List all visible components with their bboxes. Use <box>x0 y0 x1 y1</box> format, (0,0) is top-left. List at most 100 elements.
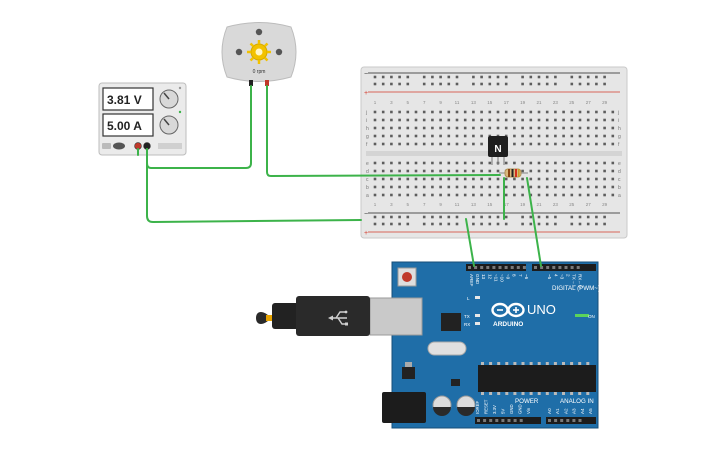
breadboard-hole[interactable] <box>414 110 418 114</box>
breadboard-hole[interactable] <box>488 193 492 197</box>
breadboard-hole[interactable] <box>504 75 508 79</box>
breadboard-hole[interactable] <box>398 222 401 226</box>
breadboard-hole[interactable] <box>562 185 565 189</box>
breadboard-hole[interactable] <box>439 215 442 219</box>
wires[interactable] <box>137 85 542 267</box>
breadboard-hole[interactable] <box>603 110 606 114</box>
header-pin[interactable] <box>566 419 570 422</box>
breadboard-hole[interactable] <box>586 118 590 122</box>
breadboard-hole[interactable] <box>545 222 549 226</box>
breadboard-hole[interactable] <box>603 161 606 165</box>
breadboard-hole[interactable] <box>570 177 574 181</box>
breadboard-hole[interactable] <box>595 118 598 122</box>
breadboard-hole[interactable] <box>447 185 451 189</box>
breadboard-hole[interactable] <box>480 134 483 138</box>
header-pin[interactable] <box>468 266 471 269</box>
breadboard-hole[interactable] <box>545 126 549 130</box>
breadboard-hole[interactable] <box>480 177 483 181</box>
breadboard-hole[interactable] <box>529 75 533 79</box>
breadboard-hole[interactable] <box>554 177 557 181</box>
breadboard-hole[interactable] <box>439 193 442 197</box>
breadboard-hole[interactable] <box>586 110 590 114</box>
breadboard-hole[interactable] <box>480 118 483 122</box>
breadboard-hole[interactable] <box>513 126 516 130</box>
breadboard-hole[interactable] <box>373 177 377 181</box>
breadboard-hole[interactable] <box>398 185 401 189</box>
breadboard-hole[interactable] <box>431 134 434 138</box>
breadboard-hole[interactable] <box>398 126 401 130</box>
breadboard-hole[interactable] <box>595 75 598 79</box>
breadboard-hole[interactable] <box>414 134 418 138</box>
breadboard-hole[interactable] <box>611 118 615 122</box>
breadboard-hole[interactable] <box>537 82 541 86</box>
breadboard-hole[interactable] <box>390 169 393 173</box>
breadboard-hole[interactable] <box>611 126 615 130</box>
breadboard-hole[interactable] <box>455 215 459 219</box>
breadboard-hole[interactable] <box>422 75 426 79</box>
breadboard-hole[interactable] <box>603 177 606 181</box>
header-pin[interactable] <box>578 419 582 422</box>
breadboard-hole[interactable] <box>578 75 582 79</box>
breadboard-hole[interactable] <box>398 82 401 86</box>
breadboard-hole[interactable] <box>521 177 524 181</box>
breadboard-hole[interactable] <box>406 142 410 146</box>
breadboard-hole[interactable] <box>431 126 434 130</box>
breadboard-hole[interactable] <box>406 193 410 197</box>
breadboard-hole[interactable] <box>570 118 574 122</box>
breadboard-hole[interactable] <box>439 134 442 138</box>
breadboard-hole[interactable] <box>496 177 500 181</box>
breadboard-hole[interactable] <box>570 222 574 226</box>
breadboard-hole[interactable] <box>504 82 508 86</box>
breadboard-hole[interactable] <box>447 142 451 146</box>
breadboard-hole[interactable] <box>447 134 451 138</box>
breadboard-hole[interactable] <box>545 177 549 181</box>
breadboard-hole[interactable] <box>431 82 434 86</box>
breadboard-hole[interactable] <box>545 134 549 138</box>
header-pin[interactable] <box>492 266 496 269</box>
breadboard-hole[interactable] <box>381 222 385 226</box>
dc-motor[interactable]: 0 rpm <box>221 22 297 87</box>
breadboard-hole[interactable] <box>578 185 582 189</box>
breadboard-hole[interactable] <box>504 222 508 226</box>
breadboard-hole[interactable] <box>480 126 483 130</box>
breadboard-hole[interactable] <box>611 169 615 173</box>
breadboard-hole[interactable] <box>447 222 451 226</box>
breadboard-hole[interactable] <box>414 142 418 146</box>
header-pin[interactable] <box>564 266 568 269</box>
breadboard-hole[interactable] <box>472 161 475 165</box>
breadboard-hole[interactable] <box>463 185 467 189</box>
breadboard-hole[interactable] <box>439 161 442 165</box>
breadboard-hole[interactable] <box>447 118 451 122</box>
breadboard-hole[interactable] <box>529 193 533 197</box>
breadboard-hole[interactable] <box>488 161 492 165</box>
header-pin[interactable] <box>498 266 502 269</box>
breadboard-hole[interactable] <box>431 110 434 114</box>
breadboard-hole[interactable] <box>447 193 451 197</box>
breadboard-hole[interactable] <box>578 177 582 181</box>
breadboard-hole[interactable] <box>586 82 590 86</box>
breadboard-hole[interactable] <box>390 193 393 197</box>
breadboard-hole[interactable] <box>381 126 385 130</box>
breadboard-hole[interactable] <box>595 177 598 181</box>
breadboard-hole[interactable] <box>381 215 385 219</box>
breadboard-hole[interactable] <box>463 134 467 138</box>
breadboard-hole[interactable] <box>595 185 598 189</box>
breadboard-hole[interactable] <box>455 185 459 189</box>
breadboard-hole[interactable] <box>529 169 533 173</box>
breadboard-hole[interactable] <box>537 215 541 219</box>
header-pin[interactable] <box>572 419 576 422</box>
breadboard-hole[interactable] <box>595 110 598 114</box>
breadboard-hole[interactable] <box>595 222 598 226</box>
breadboard-hole[interactable] <box>422 82 426 86</box>
breadboard-hole[interactable] <box>504 193 508 197</box>
breadboard-hole[interactable] <box>513 118 516 122</box>
breadboard-hole[interactable] <box>398 161 401 165</box>
breadboard-hole[interactable] <box>611 193 615 197</box>
breadboard-hole[interactable] <box>480 222 483 226</box>
header-pin[interactable] <box>513 419 517 422</box>
breadboard-hole[interactable] <box>373 185 377 189</box>
breadboard-hole[interactable] <box>562 118 565 122</box>
breadboard-hole[interactable] <box>554 193 557 197</box>
breadboard-hole[interactable] <box>529 110 533 114</box>
breadboard-hole[interactable] <box>455 82 459 86</box>
